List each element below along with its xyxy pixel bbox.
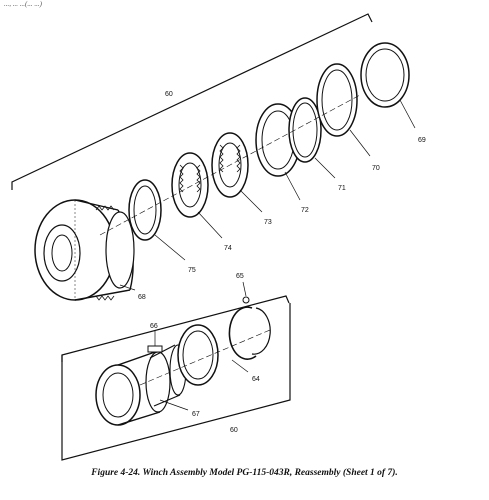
bracket-60-bottom [61,295,291,461]
part-66-key [147,345,163,353]
leaders-top [119,99,416,291]
callout-60-top: 60 [165,91,173,98]
callout-69: 69 [418,137,426,144]
callout-73: 73 [264,219,272,226]
bracket-60-top [11,13,373,190]
callout-64: 64 [252,376,260,383]
part-71-ring [288,97,322,163]
callout-60-bottom: 60 [230,427,238,434]
callout-67: 67 [192,411,200,418]
part-64-ring [177,324,219,386]
part-75-ring [128,179,162,241]
callout-74: 74 [224,245,232,252]
part-69-ring [360,42,410,108]
part-70-ring [316,63,358,137]
callout-70: 70 [372,165,380,172]
part-67-shaft [95,344,187,426]
part-72-ring [255,103,301,177]
leaders-bottom [154,281,249,411]
callout-66: 66 [150,323,158,330]
callout-68: 68 [138,294,146,301]
part-65-snap-ring [228,296,271,360]
callout-71: 71 [338,185,346,192]
figure-caption: Figure 4-24. Winch Assembly Model PG-115… [91,468,398,478]
part-68-hub [34,199,135,301]
top-cutoff-text: ..., ... ...(... ...) [4,0,42,8]
callout-72: 72 [301,207,309,214]
callout-75: 75 [188,267,196,274]
callout-65: 65 [236,273,244,280]
part-74-plate [171,152,209,218]
